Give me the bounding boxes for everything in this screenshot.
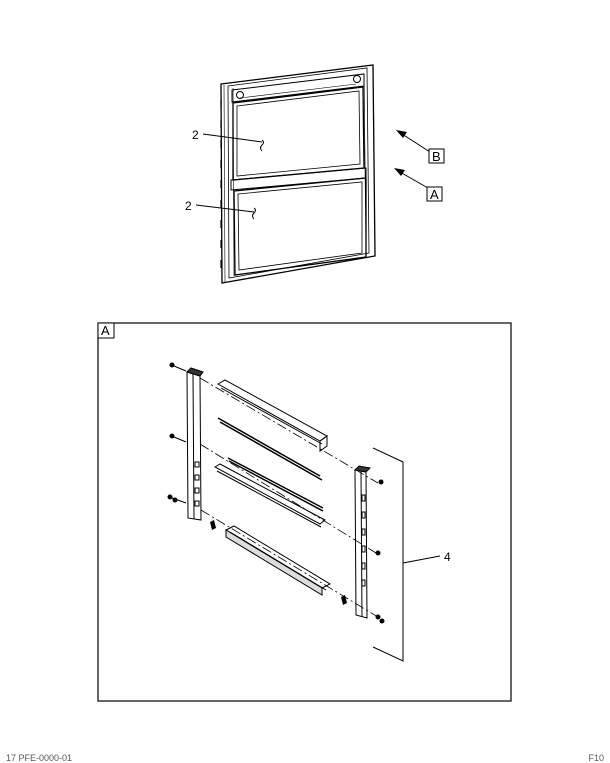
oven-door-assembly bbox=[220, 64, 376, 284]
door-outer-frame bbox=[220, 64, 376, 284]
lower-glass-leader bbox=[195, 204, 255, 213]
detail-a-tab bbox=[97, 322, 115, 339]
gasket-strip-middle bbox=[227, 457, 324, 512]
gasket-strip-upper bbox=[217, 417, 323, 481]
upper-glass-leader bbox=[202, 133, 263, 143]
alignment-lines bbox=[199, 377, 379, 618]
bottom-trim-channel bbox=[224, 525, 332, 596]
left-side-bracket bbox=[186, 367, 204, 521]
view-a-label: A bbox=[430, 187, 439, 202]
view-b-arrow bbox=[396, 130, 431, 153]
view-a-box bbox=[426, 186, 443, 202]
right-screws bbox=[375, 479, 385, 624]
trim-kit-bracket bbox=[372, 447, 404, 662]
lower-trim-channel bbox=[213, 463, 326, 528]
middle-divider-bar bbox=[230, 167, 367, 191]
view-b-box bbox=[428, 148, 445, 164]
detail-a-title: A bbox=[101, 323, 110, 338]
callout-trim-kit: 4 bbox=[444, 550, 451, 564]
view-a-arrow bbox=[394, 168, 429, 189]
trim-kit-leader bbox=[402, 555, 441, 564]
left-screws bbox=[167, 362, 187, 504]
footer-right-code: F10 bbox=[588, 753, 604, 763]
detail-a-frame bbox=[97, 322, 512, 702]
callout-lower-glass: 2 bbox=[185, 199, 192, 213]
view-b-label: B bbox=[432, 149, 441, 164]
footer-left-code: 17 PFE-0000-01 bbox=[6, 753, 73, 763]
lower-glass-marker bbox=[252, 207, 256, 220]
top-trim-channel bbox=[216, 379, 328, 452]
right-side-bracket bbox=[353, 465, 372, 619]
upper-glass-marker bbox=[260, 139, 264, 152]
upper-glass-panel bbox=[232, 86, 365, 181]
lower-glass-panel bbox=[233, 177, 367, 276]
callout-upper-glass: 2 bbox=[192, 128, 199, 142]
